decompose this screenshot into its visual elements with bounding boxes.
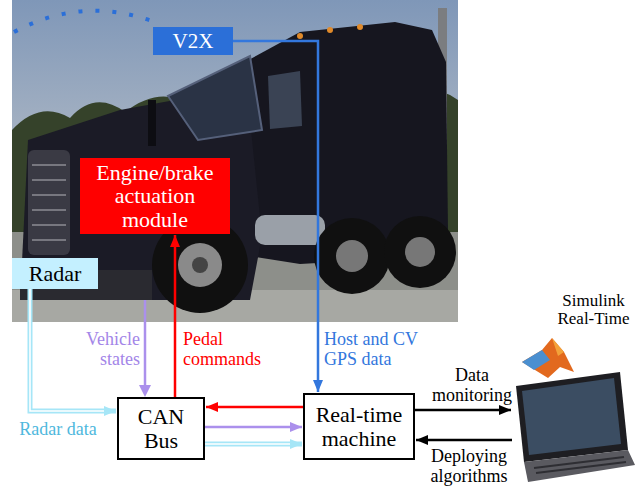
- can-bus-box: CAN Bus: [117, 397, 205, 460]
- signal-arrow: [233, 41, 318, 392]
- edge-label: Deploying algorithms: [428, 447, 510, 487]
- node-text: Radar: [29, 262, 82, 285]
- edge-label-box: Radar data: [4, 420, 112, 440]
- node-text: Engine/brake actuation module: [86, 161, 224, 230]
- signal-arrow: [206, 406, 303, 409]
- signal-label-box: Vehicle states: [66, 330, 140, 370]
- edge-label: Radar data: [4, 420, 112, 440]
- edge-label-box: Data monitoring: [432, 366, 512, 406]
- edge-label: Pedal commands: [183, 330, 263, 370]
- edge-label: Data monitoring: [432, 366, 512, 406]
- laptop-node: Simulink Real-Time: [512, 290, 637, 488]
- signal-arrow: [174, 235, 177, 397]
- edge-label: Host and CV GPS data: [324, 330, 442, 370]
- edge-label-box: Deploying algorithms: [428, 447, 510, 487]
- node-text: Real-time machine: [311, 403, 407, 449]
- real-time-machine-box: Real-time machine: [303, 393, 415, 460]
- edge-label-box: Pedal commands: [183, 330, 263, 370]
- node-text: Simulink Real-Time: [552, 292, 635, 328]
- double-line-core: [205, 443, 290, 445]
- v2x-box: V2X: [153, 27, 233, 55]
- signal-arrow: [415, 409, 511, 412]
- node-text: V2X: [173, 30, 214, 52]
- edge-label-box: Host and CV GPS data: [324, 330, 442, 370]
- node-text: CAN Bus: [125, 405, 197, 451]
- actuation-box: Engine/brake actuation module: [80, 158, 230, 234]
- radar-box: Radar: [12, 258, 98, 289]
- signal-label: Vehicle states: [66, 330, 140, 370]
- signal-arrow: [205, 442, 302, 447]
- signal-arrow: [205, 426, 302, 429]
- double-line-core: [30, 289, 104, 411]
- signal-arrow: [416, 439, 512, 442]
